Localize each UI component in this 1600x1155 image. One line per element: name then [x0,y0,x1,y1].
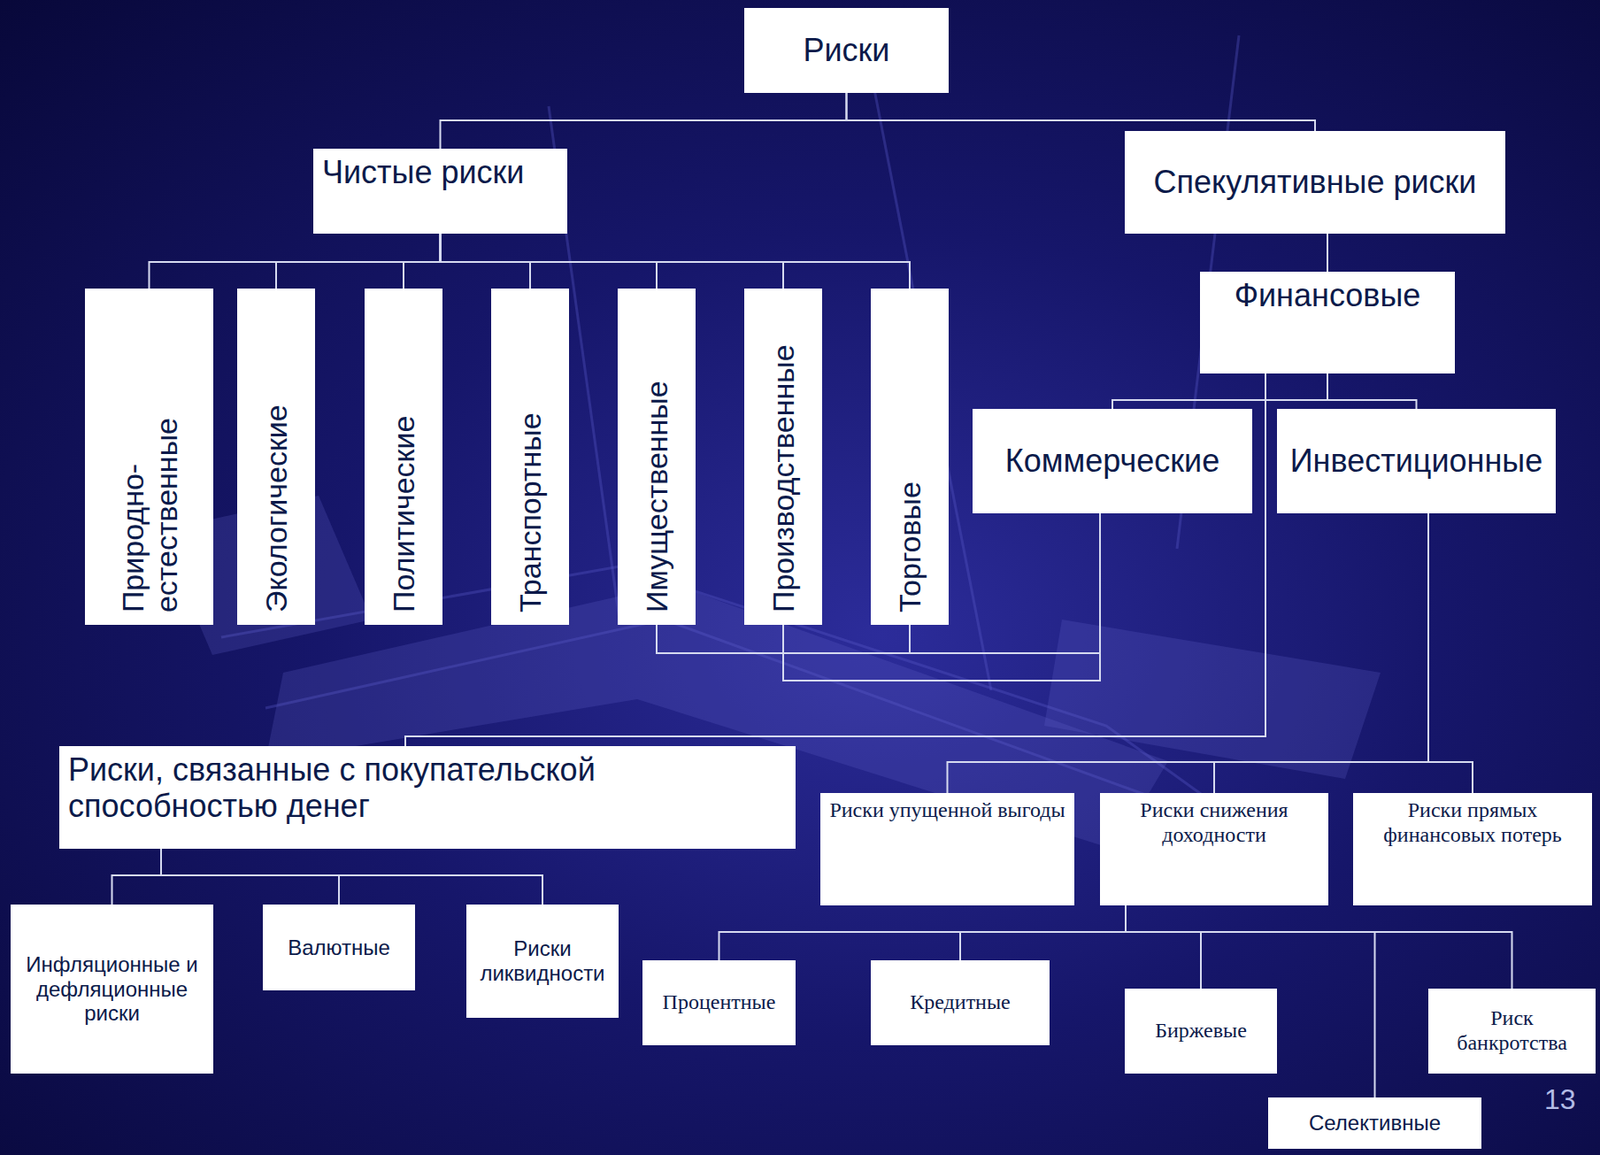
risk-box: Коммерческие [972,408,1253,514]
risk-label: Кредитные [909,990,1011,1016]
connector-line [1428,513,1473,793]
connector-line [1125,905,1201,989]
connector-line [276,233,441,289]
risk-label: Риски, связанные с покупательской способ… [68,751,787,825]
risk-box: Кредитные [870,960,1050,1046]
connector-line [1327,373,1417,409]
risk-box: Биржевые [1124,988,1277,1074]
risk-box: Риск банкротства [1428,988,1596,1074]
risk-box: Транспортные [491,288,570,625]
risk-box: Риски ликвидности [466,904,619,1018]
connector-line [161,848,543,905]
connector-line [960,905,1126,961]
risk-label: Экологические [259,300,293,613]
risk-label: Риск банкротства [1437,1006,1587,1055]
risk-label: Производственные [766,300,800,613]
risk-box: Риски [744,7,949,93]
risk-label: Риски ликвидности [475,936,610,985]
connector-line [1326,233,1329,272]
risk-label: Риски [803,31,891,69]
connector-line [403,233,441,289]
risk-box: Инфляционные и дефляционные риски [10,904,214,1074]
risk-label: Коммерческие [1005,442,1220,479]
connector-line [161,848,339,905]
risk-label: Селективные [1308,1110,1441,1136]
risk-label: Финансовые [1234,276,1422,314]
risk-label: Риски прямых финансовых потерь [1361,798,1584,847]
risk-label: Биржевые [1154,1018,1247,1044]
connector-line [719,905,1127,961]
risk-label: Спекулятивные риски [1153,163,1477,200]
risk-box: Валютные [262,904,416,991]
risk-box: Риски, связанные с покупательской способ… [59,746,796,849]
risk-box: Процентные [642,960,796,1046]
page-number: 13 [1544,1083,1577,1116]
connector-line [1125,905,1513,989]
connector-line [846,92,1316,131]
connector-line [440,233,911,289]
risk-box: Риски упущенной выгоды [820,792,1075,906]
risk-label: Чистые риски [322,153,524,191]
risk-box: Экологические [237,288,316,625]
risk-label: Риски снижения доходности [1108,798,1320,847]
connector-line [947,513,1430,793]
connector-line [440,92,847,149]
connector-line [149,233,441,289]
risk-label: Имущественные [639,300,674,613]
risk-box: Риски прямых финансовых потерь [1353,792,1593,906]
risk-box: Производственные [744,288,823,625]
risk-label: Природно-естественные [115,300,183,613]
risk-label: Инвестиционные [1290,442,1544,479]
risk-box: Селективные [1268,1097,1482,1149]
risk-box: Чистые риски [313,148,568,234]
risk-box: Политические [364,288,443,625]
risk-box: Риски снижения доходности [1100,792,1329,906]
risk-box: Финансовые [1200,271,1455,374]
connector-line [1112,373,1328,409]
risk-label: Валютные [287,935,391,961]
risk-box: Природно-естественные [84,288,214,625]
risk-label: Торговые [892,300,927,613]
risk-label: Транспортные [513,300,547,613]
risk-label: Риски упущенной выгоды [829,798,1065,824]
connector-line [112,848,162,905]
risk-label: Процентные [662,990,777,1016]
risk-box: Спекулятивные риски [1124,130,1506,234]
connector-line [1125,905,1376,1098]
risk-label: Политические [386,300,421,613]
risk-box: Торговые [870,288,949,625]
risk-box: Имущественные [617,288,696,625]
risk-label: Инфляционные и дефляционные риски [19,952,205,1026]
connector-line [1214,513,1429,793]
risk-box: Инвестиционные [1276,408,1556,514]
